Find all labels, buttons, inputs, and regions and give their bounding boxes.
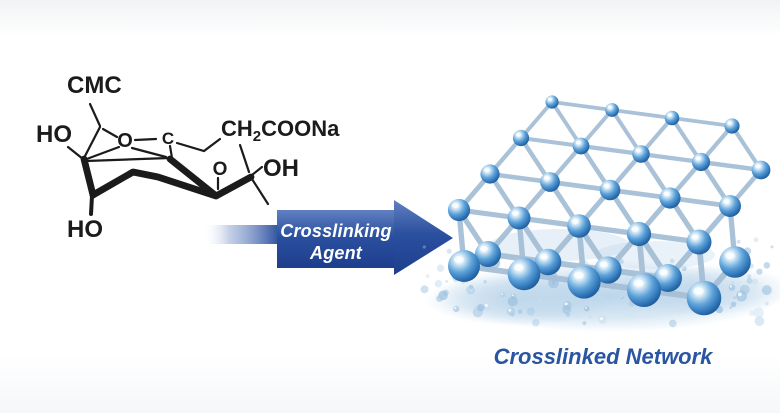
arrow-head-icon bbox=[394, 200, 453, 275]
hydroxyl-top-left-label: HO bbox=[36, 121, 72, 148]
sphere-group bbox=[447, 95, 771, 316]
ring-oxygen-label: O bbox=[117, 130, 133, 152]
cmc-label: CMC bbox=[67, 72, 122, 99]
hydroxyl-right-label: OH bbox=[263, 155, 299, 182]
network-stick bbox=[578, 143, 644, 157]
molecule-oh-bond bbox=[89, 194, 94, 216]
ring-carbon-label: C bbox=[162, 129, 174, 148]
arrow-body bbox=[277, 210, 395, 268]
network-stick bbox=[670, 116, 734, 128]
molecule-bold-bonds bbox=[80, 155, 255, 200]
network-stick bbox=[638, 151, 704, 165]
molecule-bonds bbox=[66, 102, 270, 206]
network-stick bbox=[550, 100, 583, 148]
arrow-label-line1: Crosslinking bbox=[280, 221, 391, 241]
arrow-label-line2: Agent bbox=[309, 243, 363, 263]
bridge-oxygen-label: O bbox=[213, 159, 228, 180]
network-caption: Crosslinked Network bbox=[493, 344, 713, 369]
network-stick bbox=[550, 100, 614, 112]
network-stick bbox=[518, 135, 584, 149]
arrow-tail bbox=[203, 225, 278, 244]
sidechain-label: CH2COONa bbox=[221, 116, 340, 145]
hydroxyl-bottom-label: HO bbox=[67, 216, 103, 243]
network-stick bbox=[610, 108, 674, 120]
network-stick bbox=[487, 171, 553, 185]
molecule-labels: CMC HO O C CH2COONa O OH HO bbox=[36, 72, 340, 243]
network-stick bbox=[698, 159, 764, 173]
